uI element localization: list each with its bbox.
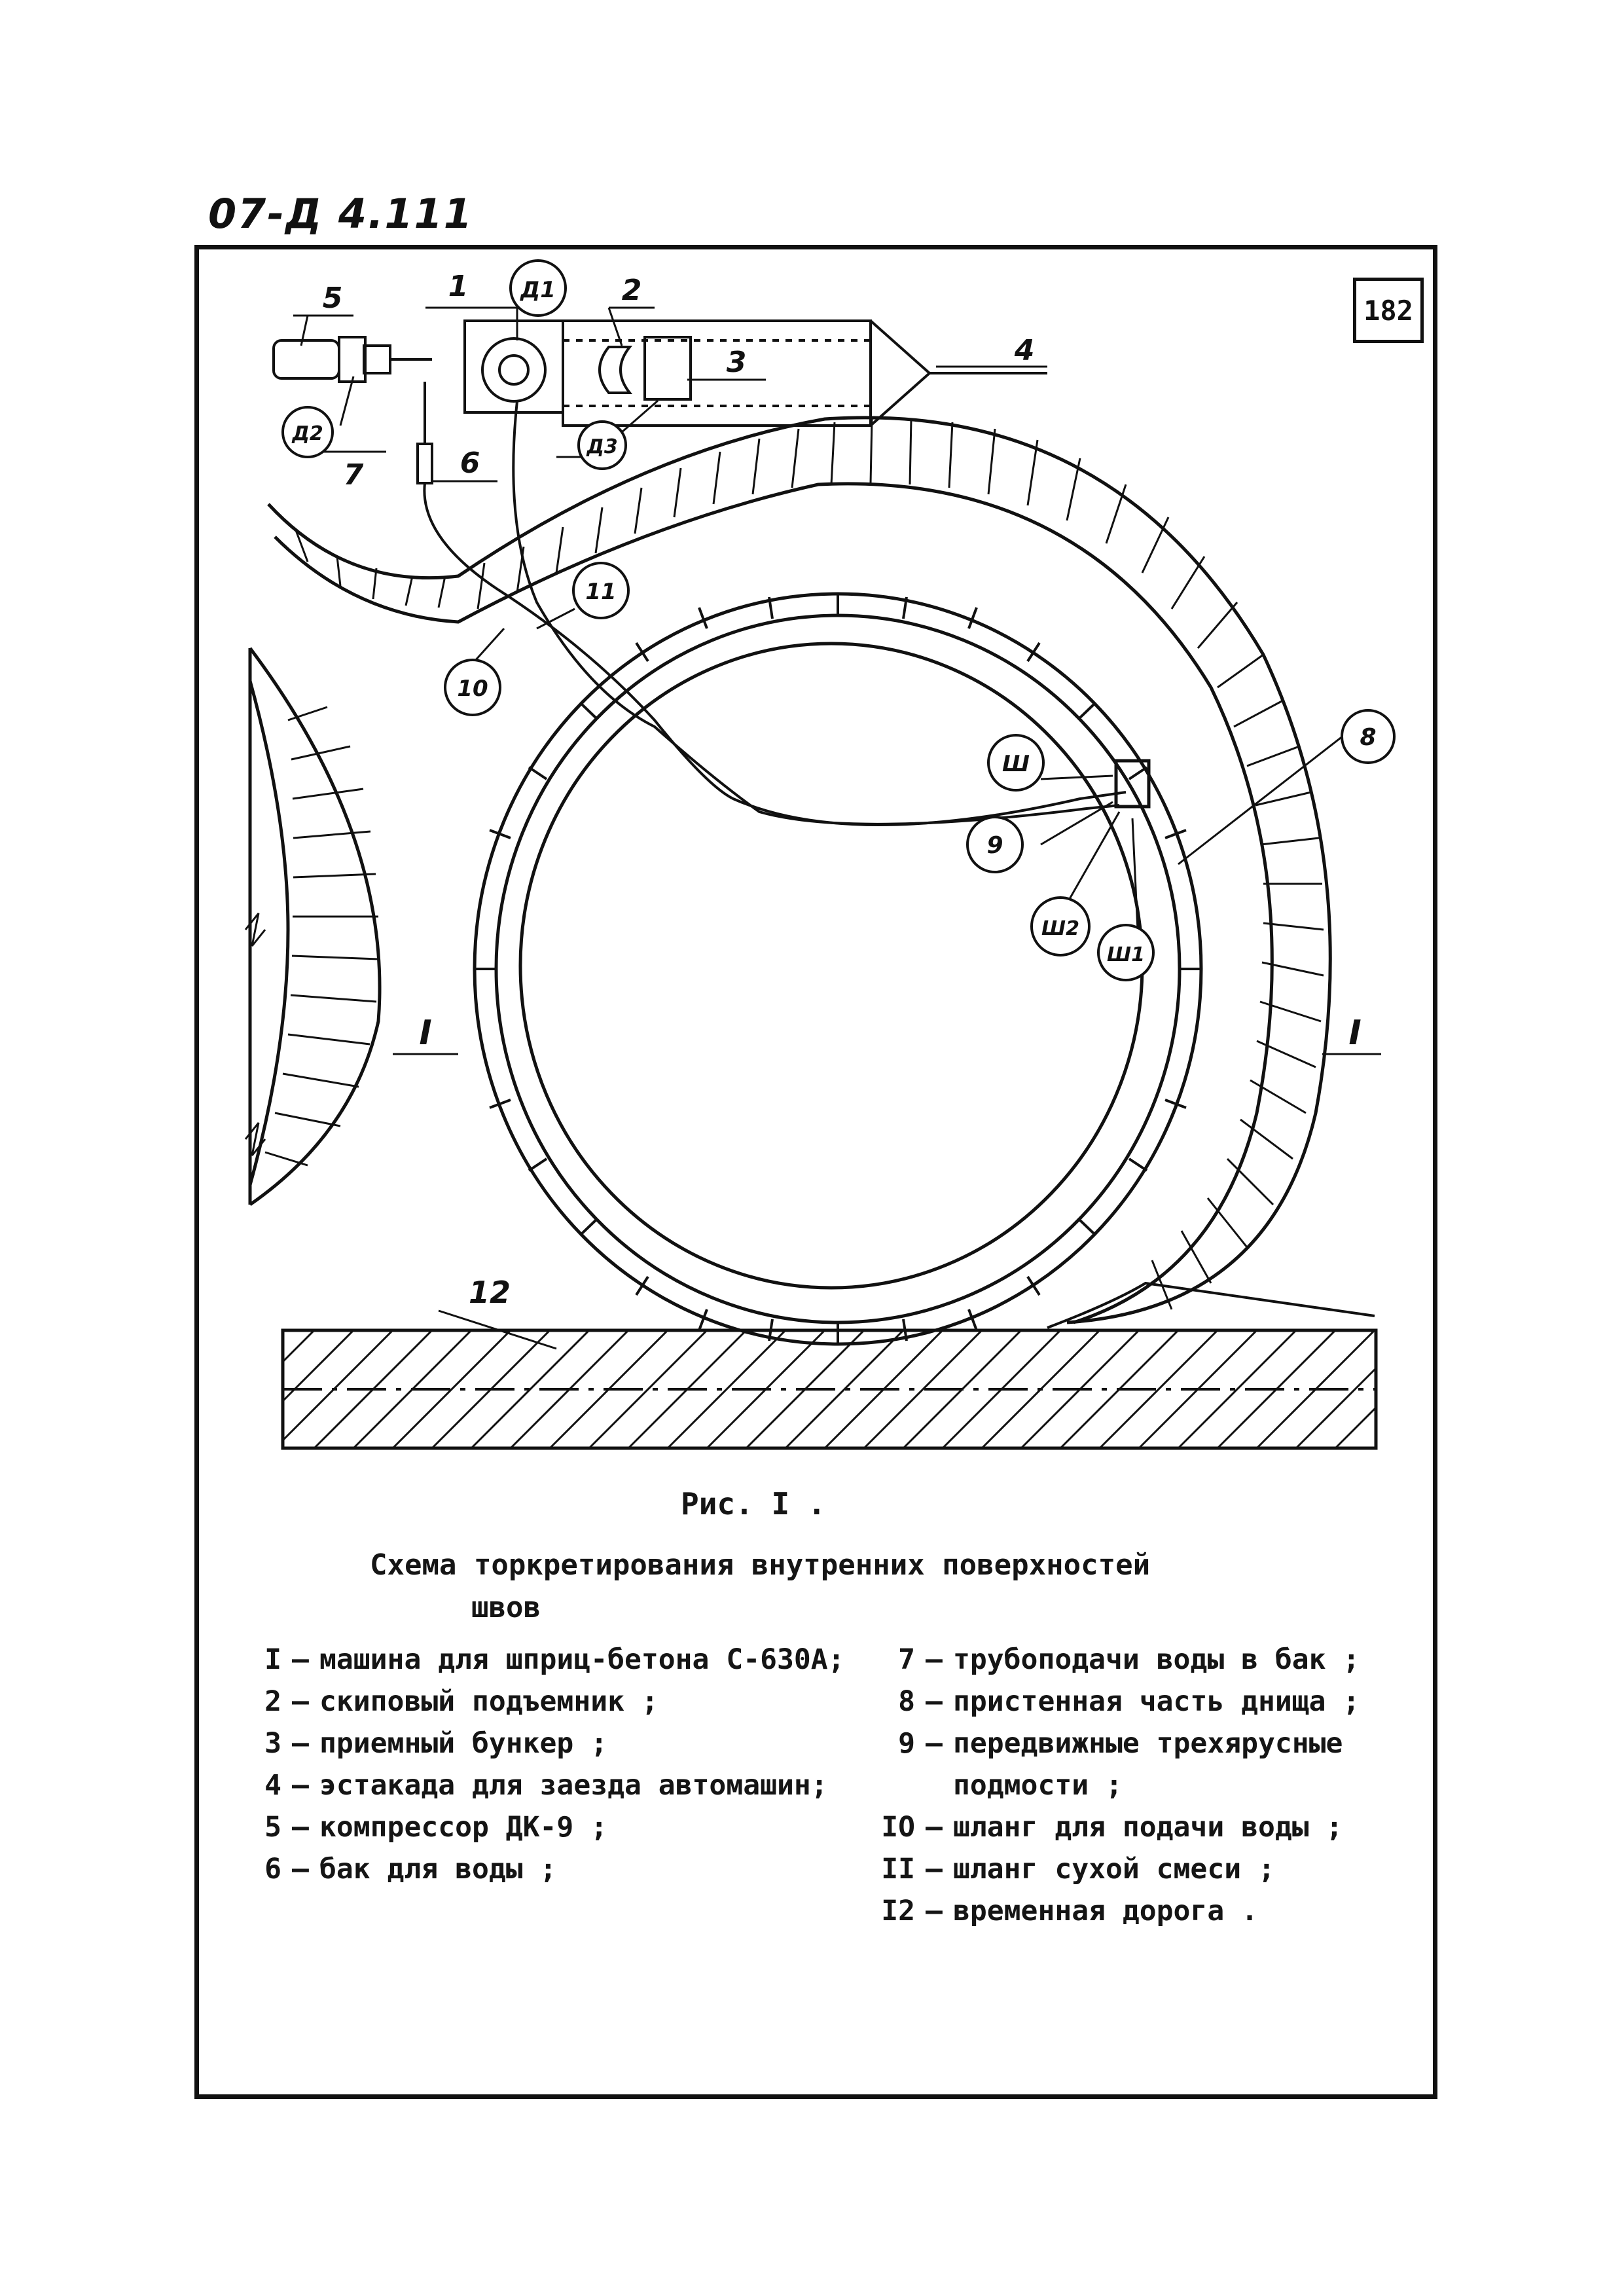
marker-6: 6	[460, 446, 480, 480]
marker-7: 7	[344, 458, 364, 492]
scaffold	[1114, 759, 1151, 809]
marker-10: 10	[457, 676, 488, 702]
page-number: 182	[1363, 294, 1413, 327]
marker-5: 5	[323, 282, 343, 315]
marker-8-circle	[1341, 709, 1396, 764]
legend-item: 3–приемный бункер ;	[264, 1727, 608, 1760]
water-tank	[416, 443, 433, 484]
left-structure-outer	[249, 647, 382, 1207]
band-hatching	[295, 418, 1324, 1310]
legend-left: I–машина для шприц-бетона С-630А; 2–скип…	[244, 1643, 845, 1895]
marker-d2: Д2	[291, 422, 323, 445]
document-code: 07-Д 4.111	[208, 190, 473, 238]
ramp-point	[869, 319, 932, 427]
left-structure-inner	[248, 680, 290, 1186]
marker-d3: Д3	[586, 435, 618, 458]
ring-ticks	[475, 594, 1201, 1344]
equipment	[272, 319, 1047, 484]
marker-9-circle	[966, 816, 1024, 873]
drawing-frame	[194, 245, 1437, 2099]
marker-11: 11	[585, 579, 616, 605]
legend-item: 2–скиповый подъемник ;	[264, 1685, 659, 1718]
marker-d3-circle	[577, 420, 627, 470]
legend-item: 7–трубоподачи воды в бак ;	[898, 1643, 1360, 1676]
marker-sh2-circle	[1030, 896, 1091, 957]
legend-item: 8–пристенная часть днища ;	[898, 1685, 1360, 1718]
legend-item: 6–бак для воды ;	[264, 1853, 557, 1886]
marker-sh-circle	[987, 734, 1045, 792]
marker-sh2: Ш2	[1041, 917, 1079, 940]
figure-label: Рис. I .	[681, 1486, 826, 1522]
marker-9: 9	[986, 832, 1003, 859]
page-number-box: 182	[1353, 278, 1424, 343]
legend-item: подмости ;	[953, 1769, 1123, 1802]
tank-inner-ring	[494, 613, 1182, 1324]
legend-item: 9–передвижные трехярусные	[898, 1727, 1343, 1760]
compressor	[272, 339, 340, 380]
leader-lines	[293, 306, 1381, 1350]
hose-dry-mix	[512, 401, 1120, 826]
hoses	[423, 401, 1151, 826]
marker-d1: Д1	[520, 277, 556, 303]
tank-core-ring	[518, 642, 1144, 1290]
marker-sh1: Ш1	[1107, 943, 1145, 966]
marker-d2-circle	[281, 406, 334, 458]
legend-item: I2–временная дорога .	[881, 1895, 1258, 1927]
marker-12: 12	[469, 1275, 511, 1310]
marker-2: 2	[622, 274, 642, 307]
legend-item: II–шланг сухой смеси ;	[881, 1853, 1275, 1886]
legend-item: IO–шланг для подачи воды ;	[881, 1811, 1343, 1844]
section-mark-right: I	[1348, 1013, 1361, 1053]
marker-circles	[281, 259, 1396, 981]
ramp	[1047, 1281, 1375, 1329]
tank-band-inner	[274, 482, 1274, 1324]
marker-11-circle	[572, 562, 630, 619]
marker-sh: Ш	[1002, 751, 1030, 777]
figure-title-line2: швов	[471, 1591, 541, 1624]
temporary-road	[281, 1328, 1378, 1450]
machine-body	[463, 319, 564, 414]
machine-wheel	[481, 337, 547, 403]
marker-4: 4	[1014, 334, 1035, 367]
tank-band-outer	[267, 416, 1332, 1324]
marker-10-circle	[444, 659, 501, 716]
legend-item: I–машина для шприц-бетона С-630А;	[264, 1643, 845, 1676]
legend-item: 5–компрессор ДК-9 ;	[264, 1811, 608, 1844]
marker-1: 1	[448, 270, 469, 303]
skip-hoist	[562, 319, 872, 427]
legend-right: 7–трубоподачи воды в бак ; 8–пристенная …	[877, 1643, 1360, 1937]
marker-3: 3	[727, 346, 747, 379]
legend-item: 4–эстакада для заезда автомашин;	[264, 1769, 828, 1802]
section-mark-left: I	[419, 1013, 431, 1053]
marker-d1-circle	[509, 259, 567, 317]
marker-sh1-circle	[1097, 924, 1155, 981]
left-structure-hatch	[264, 706, 379, 1167]
figure-title-line1: Схема торкретирования внутренних поверхн…	[370, 1548, 1151, 1582]
hopper	[643, 336, 692, 401]
marker-8: 8	[1360, 724, 1376, 751]
